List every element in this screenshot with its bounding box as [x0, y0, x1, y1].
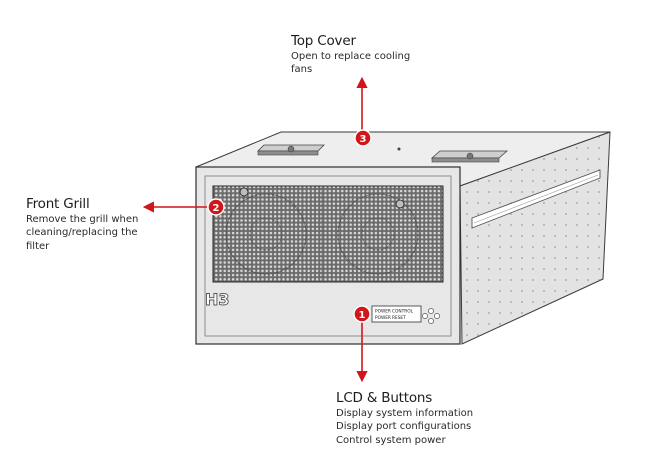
front-grill-desc-line-2: cleaning/replacing the	[26, 227, 138, 239]
marker-1-number: 1	[359, 310, 366, 321]
lcd-label-plate	[371, 305, 422, 323]
grill-screw-right	[395, 199, 405, 209]
lcd-buttons-title: LCD & Buttons	[336, 390, 433, 406]
lcd-buttons-desc-line-3: Control system power	[336, 434, 446, 446]
front-grill-mesh	[212, 185, 444, 283]
marker-3: 3	[354, 129, 372, 147]
front-grill-title: Front Grill	[26, 196, 90, 212]
navigation-buttons	[422, 308, 440, 324]
lcd-buttons-desc-line-1: Display system information	[336, 408, 474, 419]
button-label-power: POWER	[375, 309, 391, 315]
front-grill-desc-line-3: filter	[26, 240, 50, 252]
marker-3-number: 3	[360, 134, 367, 145]
lcd-buttons-callout: LCD & Buttons Display system information…	[336, 390, 473, 447]
top-cover-callout: Top Cover Open to replace cooling fans	[291, 33, 410, 77]
marker-2: 2	[207, 198, 225, 216]
lcd-buttons-desc-line-2: Display port configurations	[336, 421, 472, 433]
lcd-button-panel: POWER CONTROL POWER RESET	[371, 305, 422, 323]
top-cover-title: Top Cover	[291, 33, 356, 49]
server-chassis: H3 POWER CONTROL POWER RESET	[195, 131, 611, 345]
top-cover-handle-left	[257, 144, 325, 156]
top-cover-handle-right	[430, 150, 509, 163]
top-cover-desc-line-2: fans	[291, 64, 313, 76]
grill-screw-left	[239, 187, 249, 197]
front-grill-desc-line-1: Remove the grill when	[26, 214, 139, 225]
button-label-control: CONTROL	[392, 309, 414, 315]
brand-mark: H3	[205, 290, 230, 309]
button-label-reset: RESET	[392, 315, 406, 321]
marker-1: 1	[353, 305, 371, 323]
top-cover-desc-line-1: Open to replace cooling	[291, 51, 411, 62]
button-label-power-2: POWER	[375, 315, 391, 321]
marker-2-number: 2	[213, 203, 220, 214]
front-grill-callout: Front Grill Remove the grill when cleani…	[26, 196, 138, 253]
